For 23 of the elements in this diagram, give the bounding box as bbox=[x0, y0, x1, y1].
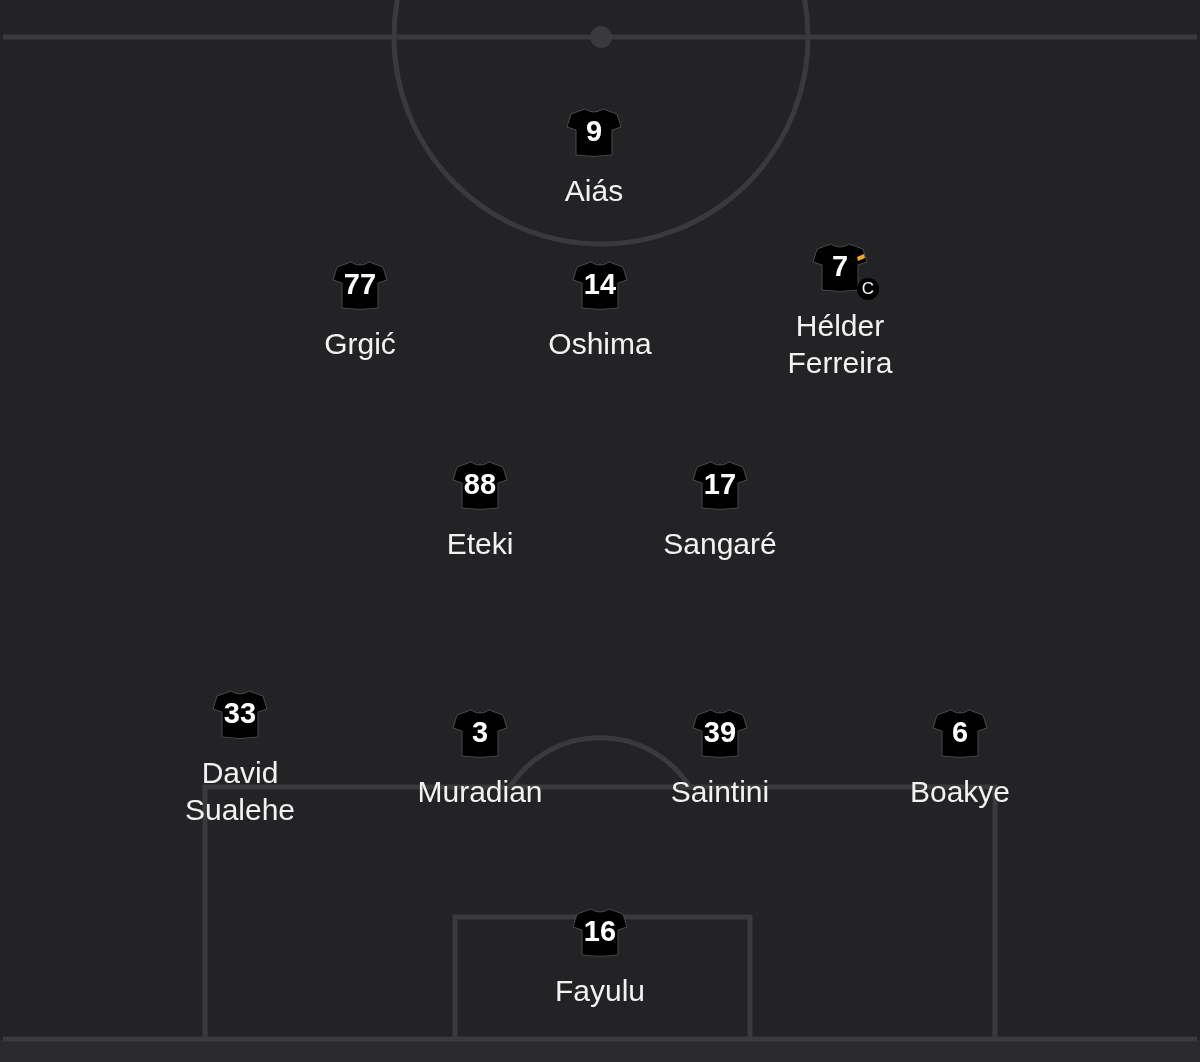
player-name: Aiás bbox=[564, 173, 624, 209]
player-name: Oshima bbox=[548, 326, 652, 362]
player-name: Grgić bbox=[324, 326, 396, 362]
shirt-number: 3 bbox=[471, 717, 489, 747]
player-name: Fayulu bbox=[555, 973, 645, 1009]
shirt-number: 9 bbox=[585, 116, 603, 146]
shirt-number: 16 bbox=[583, 916, 617, 946]
shirt-number: 88 bbox=[463, 469, 497, 499]
shirt-number: 17 bbox=[703, 469, 737, 499]
player-name: Muradian bbox=[417, 774, 543, 810]
shirt-number: 77 bbox=[343, 269, 377, 299]
shirt-number: 14 bbox=[583, 269, 617, 299]
player-name: Eteki bbox=[446, 526, 514, 562]
player-name: David Sualehe bbox=[183, 755, 297, 828]
shirt-number: 6 bbox=[951, 717, 969, 747]
captain-badge: C bbox=[857, 278, 879, 300]
shirt-number: 7 bbox=[831, 251, 849, 281]
shirt-number: 33 bbox=[223, 698, 257, 728]
player-name: Sangaré bbox=[663, 526, 777, 562]
player-name: Boakye bbox=[909, 774, 1011, 810]
shirt-number: 39 bbox=[703, 717, 737, 747]
player-name: Saintini bbox=[670, 774, 770, 810]
player-name: Hélder Ferreira bbox=[786, 308, 894, 381]
